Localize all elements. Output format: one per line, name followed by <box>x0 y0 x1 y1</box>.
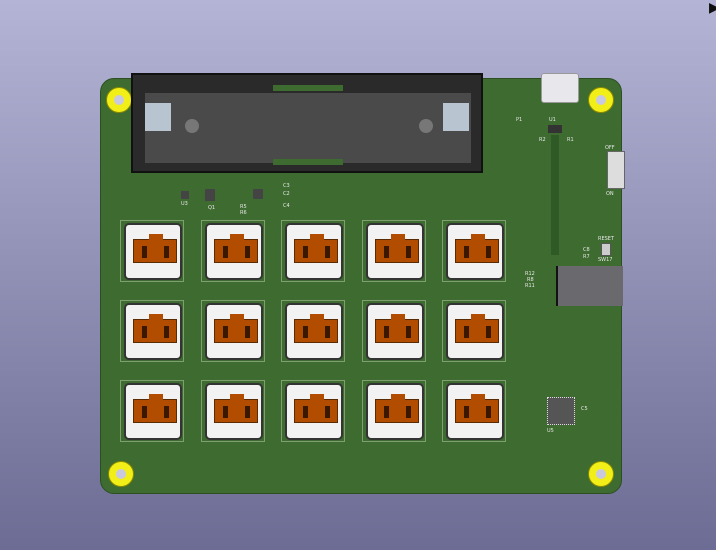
label-reset: RESET <box>598 236 615 242</box>
key-switch[interactable] <box>361 380 426 442</box>
keycap-stem <box>455 234 499 263</box>
key-switch[interactable] <box>200 300 265 362</box>
chip <box>253 189 263 199</box>
key-switch[interactable] <box>281 300 345 362</box>
keycap-stem <box>213 394 258 423</box>
microcontroller-module <box>556 266 623 306</box>
label-u3: U3 <box>181 201 188 207</box>
label-r8: R8 <box>527 277 534 283</box>
key-switch[interactable] <box>361 220 426 282</box>
label-c2: C2 <box>283 191 290 197</box>
keycap-stem <box>455 314 499 343</box>
key-switch[interactable] <box>281 220 345 282</box>
key-switch[interactable] <box>442 300 506 362</box>
chip-u1 <box>548 125 562 133</box>
usb-c-connector <box>541 73 579 103</box>
mounting-hole <box>588 87 614 113</box>
keycap-stem <box>133 394 177 423</box>
key-switch[interactable] <box>442 220 506 282</box>
keycap-stem <box>213 314 258 343</box>
label-r2: R2 <box>539 137 546 143</box>
label-sw17: SW17 <box>598 257 613 263</box>
keycap-stem <box>213 234 258 263</box>
reset-button[interactable] <box>601 243 611 256</box>
keycap-stem <box>455 394 499 423</box>
arrow-cursor-icon: ▶ <box>709 0 716 16</box>
label-r6: R6 <box>240 210 247 216</box>
keycap-stem <box>294 234 338 263</box>
keycap-stem <box>294 394 338 423</box>
label-q1: Q1 <box>208 205 216 211</box>
label-r1: R1 <box>567 137 574 143</box>
label-off: OFF <box>605 145 615 151</box>
label-r12: R12 <box>525 271 535 277</box>
chip-u5 <box>547 397 575 425</box>
keycap-stem <box>374 234 419 263</box>
pcb-board: U1 P1 R2 R1 OFF ON RESET SW17 C8 R7 R12 … <box>100 73 625 494</box>
chip-q1 <box>205 189 215 201</box>
label-c5: C5 <box>581 406 588 412</box>
label-r11: R11 <box>525 283 535 289</box>
key-switch[interactable] <box>281 380 345 442</box>
label-p1: P1 <box>516 117 523 123</box>
key-switch[interactable] <box>361 300 426 362</box>
mounting-hole <box>108 461 134 487</box>
keycap-stem <box>374 314 419 343</box>
label-c8: C8 <box>583 247 590 253</box>
label-r5: R5 <box>240 204 247 210</box>
key-switch[interactable] <box>442 380 506 442</box>
key-switch[interactable] <box>120 300 184 362</box>
key-switch[interactable] <box>120 380 184 442</box>
mounting-hole <box>106 87 132 113</box>
label-c3: C3 <box>283 183 290 189</box>
battery-holder <box>131 73 483 173</box>
keycap-stem <box>133 234 177 263</box>
chip-u3 <box>181 191 189 199</box>
keycap-stem <box>133 314 177 343</box>
label-c4: C4 <box>283 203 290 209</box>
label-r7: R7 <box>583 254 590 260</box>
label-on: ON <box>606 191 614 197</box>
label-u5: U5 <box>547 428 554 434</box>
key-switch[interactable] <box>200 220 265 282</box>
power-switch[interactable] <box>607 151 625 189</box>
keycap-stem <box>374 394 419 423</box>
key-switch[interactable] <box>120 220 184 282</box>
keycap-stem <box>294 314 338 343</box>
key-switch[interactable] <box>200 380 265 442</box>
mounting-hole <box>588 461 614 487</box>
label-u1: U1 <box>549 117 556 123</box>
